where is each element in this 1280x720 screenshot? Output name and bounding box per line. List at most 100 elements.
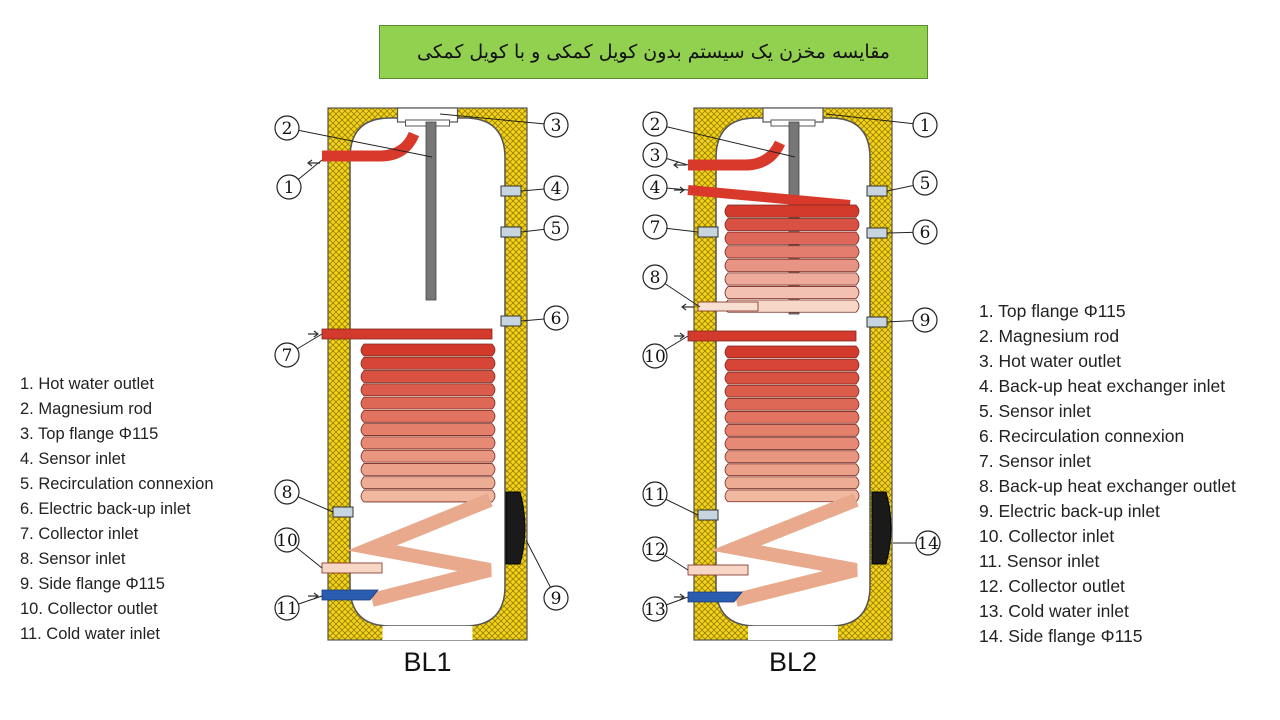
coil-turn: [724, 286, 860, 300]
sensor-6: [866, 227, 888, 239]
sensor-6: [500, 315, 522, 327]
bl2-legend-item: 3. Hot water outlet: [979, 351, 1122, 371]
coil-turn: [360, 489, 496, 503]
bl2-callout-4: 4: [650, 178, 661, 198]
coil-turn: [724, 437, 860, 450]
bl2-callout-13-circle: [642, 596, 668, 622]
bl2-callout-13: 13: [644, 600, 666, 620]
bl2-callout-10-circle: [642, 343, 668, 369]
collector-inlet-pipe: [687, 330, 857, 342]
coil-turn: [724, 450, 860, 463]
title-banner: مقایسه مخزن یک سیستم بدون کویل کمکی و با…: [379, 25, 928, 79]
bl2-legend-item: 8. Back-up heat exchanger outlet: [979, 476, 1236, 496]
coil-turn: [724, 218, 860, 232]
bl2-legend-item: 6. Recirculation connexion: [979, 426, 1185, 446]
bl2-legend-item: 11. Sensor inlet: [979, 551, 1100, 571]
bl2-legend-item: 2. Magnesium rod: [979, 326, 1120, 346]
bl2-callout-14: 14: [917, 534, 939, 554]
sensor-4: [500, 185, 522, 197]
solar-coil: [360, 343, 496, 503]
bl2-callout-12-circle: [642, 536, 668, 562]
bl1-legend-item: 5. Recirculation connexion: [20, 475, 214, 493]
bl2-legend-item: 13. Cold water inlet: [979, 601, 1129, 621]
bl1-callout-8: 8: [282, 483, 293, 503]
bl1-legend-item: 11. Cold water inlet: [20, 625, 161, 643]
sensor-11: [697, 509, 719, 521]
bl1-caption: BL1: [403, 647, 451, 677]
bl1-callout-4-circle: [543, 175, 569, 201]
bl1-callout-2: 2: [282, 119, 293, 139]
hot-water-pipe: [322, 131, 420, 162]
bl2-callout-11: 11: [644, 485, 666, 505]
bl2-callout-2: 2: [650, 115, 661, 135]
bl1-callout-11-circle: [274, 595, 300, 621]
bl2-callout-6: 6: [920, 223, 931, 243]
bl2-legend-item: 14. Side flange Φ115: [979, 626, 1143, 646]
coil-turn: [724, 476, 860, 490]
sensor-8: [332, 506, 354, 518]
coil-turn: [724, 397, 860, 411]
coil-turn: [724, 345, 860, 359]
bottom-gap: [748, 626, 838, 640]
bl2-callout-7-circle: [642, 214, 668, 240]
coil-turn: [360, 463, 496, 476]
bl1-callout-6-circle: [543, 305, 569, 331]
backup-outlet-pipe: [697, 301, 759, 312]
solar-coil: [724, 345, 860, 503]
collector-outlet-pipe: [687, 564, 749, 576]
bl2-legend-item: 7. Sensor inlet: [979, 451, 1091, 471]
bl2-legend-item: 9. Electric back-up inlet: [979, 501, 1160, 521]
leader-line: [286, 127, 433, 158]
bl2-callout-6-circle: [912, 219, 938, 245]
bl2-callout-12: 12: [644, 540, 666, 560]
bl2-callout-2-circle: [642, 111, 668, 137]
bl1-callout-2-circle: [274, 115, 300, 141]
coil-turn: [360, 356, 496, 370]
coil-turn: [724, 272, 860, 286]
coil-turn: [360, 343, 496, 357]
bl1-legend-item: 7. Collector inlet: [20, 525, 139, 543]
bl2-callout-5-circle: [912, 170, 938, 196]
bl1-callout-10-circle: [274, 527, 300, 553]
collector-inlet-arrow: [308, 330, 319, 338]
bl2-legend-item: 10. Collector inlet: [979, 526, 1115, 546]
bl1-callout-8-circle: [274, 479, 300, 505]
bl1-callout-1: 1: [284, 178, 295, 198]
coil-turn: [724, 358, 860, 372]
bl2-legend-item: 1. Top flange Φ115: [979, 301, 1126, 321]
cold-water-pipe: [687, 591, 743, 603]
coil-turn: [360, 436, 496, 450]
bl1-callout-7-circle: [274, 342, 300, 368]
bl2-callout-5: 5: [920, 174, 931, 194]
bl2-callout-3-circle: [642, 142, 668, 168]
bl1-legend-item: 6. Electric back-up inlet: [20, 500, 191, 518]
coil-turn: [360, 383, 496, 397]
coil-turn: [724, 411, 860, 424]
coil-return-loop: [710, 493, 859, 607]
bl2-legend: 1. Top flange Φ115 2. Magnesium rod 3. Hot…: [979, 300, 1236, 650]
hot-water-pipe: [688, 140, 786, 171]
cold-water-pipe: [321, 589, 379, 601]
bl2-callout-4-circle: [642, 174, 668, 200]
sensor-5: [866, 185, 888, 197]
bl2-callout-8-circle: [642, 264, 668, 290]
coil-turn: [360, 396, 496, 410]
coil-turn: [360, 423, 496, 436]
coil-turn: [724, 463, 860, 476]
bl2-legend-item: 4. Back-up heat exchanger inlet: [979, 376, 1226, 396]
bl1-legend-item: 1. Hot water outlet: [20, 375, 154, 393]
sensor-7: [697, 226, 719, 238]
coil-turn: [360, 449, 496, 463]
coil-turn: [724, 204, 860, 218]
bl1-callout-11: 11: [276, 599, 298, 619]
bl2-legend-item: 12. Collector outlet: [979, 576, 1125, 596]
bl1-callout-9-circle: [543, 585, 569, 611]
bl1-callout-10: 10: [276, 531, 298, 551]
bl2-callout-11-circle: [642, 481, 668, 507]
hot-water-arrow: [673, 161, 686, 169]
bl2-callout-8: 8: [650, 268, 661, 288]
coil-turn: [360, 409, 496, 423]
coil-turn: [724, 371, 860, 385]
